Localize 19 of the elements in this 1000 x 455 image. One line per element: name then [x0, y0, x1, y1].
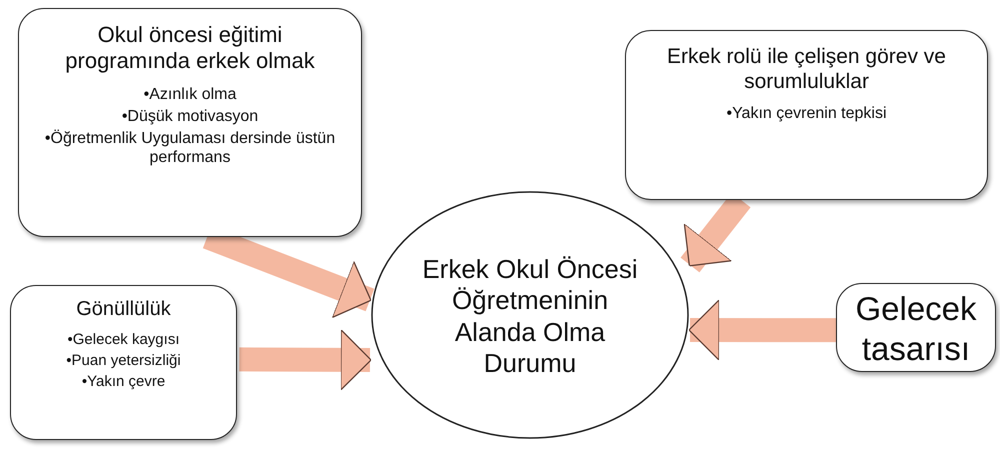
- node-heading: Erkek rolü ile çelişen görev ve sorumluluklar: [666, 44, 947, 94]
- ellipse-node: [370, 190, 690, 440]
- bullet-item: •Gelecek kaygısı: [68, 331, 180, 349]
- node-heading: Okul öncesi eğitimi programında erkek olmak: [64, 22, 316, 75]
- block-arrow: [239, 329, 372, 390]
- rounded-box: [836, 283, 996, 372]
- rounded-box: [625, 30, 988, 200]
- bullet-item: •Azınlık olma: [144, 84, 236, 104]
- bullet-item: •Düşük motivasyon: [122, 106, 258, 126]
- rounded-box: [10, 285, 237, 440]
- bullet-item: •Yakın çevre: [82, 373, 166, 391]
- block-arrow: [688, 299, 836, 361]
- bullet-item: •Öğretmenlik Uygulaması dersinde üstün performans: [44, 129, 336, 168]
- bullet-item: •Puan yetersizliği: [66, 352, 181, 370]
- node-heading: Gönüllülük: [76, 297, 171, 321]
- bullet-item: •Yakın çevrenin tepkisi: [726, 104, 887, 124]
- node-heading: Erkek Okul Öncesi Öğretmeninin Alanda Olma Durumu: [421, 254, 639, 379]
- node-heading: Gelecek tasarısı: [854, 289, 978, 369]
- rounded-box: [18, 8, 362, 237]
